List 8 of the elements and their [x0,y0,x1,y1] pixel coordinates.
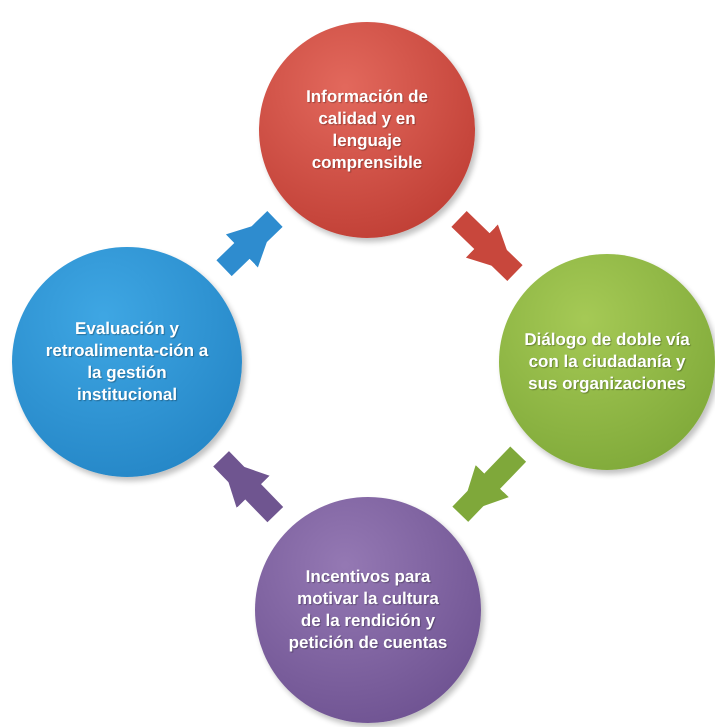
block-arrow [452,446,526,522]
block-arrow [216,211,283,276]
block-arrow [213,451,284,522]
block-arrow [451,211,523,281]
node-label: Diálogo de doble vía con la ciudadanía y sus organizaciones [523,328,691,396]
node-label: Evaluación y retroalimenta-ción a la gestión institucional [44,318,210,406]
node-label: Incentivos para motivar la cultura de la rendición y petición de cuentas [288,566,448,654]
node-label: Información de calidad y en lenguaje comprensible [305,86,429,174]
